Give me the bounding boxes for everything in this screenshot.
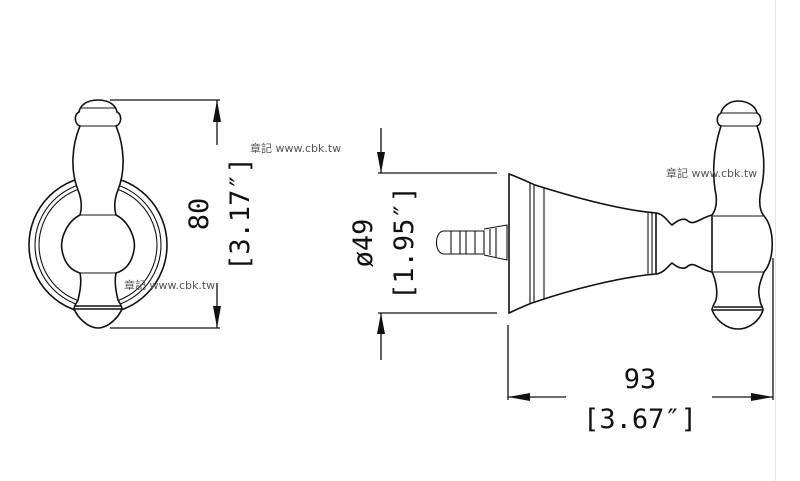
height-inch-label: [3.17″] xyxy=(225,157,256,271)
height-dimension: 80 [3.17″] xyxy=(110,99,256,329)
screw xyxy=(435,230,485,255)
arrow-down-icon xyxy=(377,152,385,173)
depth-inch-label: [3.67″] xyxy=(583,404,697,435)
watermark: 章記 www.cbk.tw xyxy=(250,141,341,155)
base-cone xyxy=(508,172,657,315)
arrow-down-icon xyxy=(213,306,221,328)
height-mm-label: 80 xyxy=(184,198,215,231)
depth-mm-label: 93 xyxy=(624,364,657,395)
arrow-up-icon xyxy=(213,100,221,122)
hook-front-body xyxy=(60,99,136,329)
watermark: 章記 www.cbk.tw xyxy=(124,278,215,292)
arrow-right-icon xyxy=(751,393,773,401)
depth-dimension: 93 [3.67″] xyxy=(507,258,774,435)
diameter-mm-label: ø49 xyxy=(348,219,379,268)
arrow-left-icon xyxy=(508,393,530,401)
diameter-inch-label: [1.95″] xyxy=(389,186,420,300)
hook-side-body xyxy=(711,100,773,330)
hook-stem xyxy=(655,212,713,275)
arrow-up-icon xyxy=(377,313,385,334)
diameter-dimension: ø49 [1.95″] xyxy=(348,128,497,360)
side-view xyxy=(435,100,773,330)
watermark: 章記 www.cbk.tw xyxy=(666,166,757,180)
page-edge-divider xyxy=(775,0,776,481)
front-view xyxy=(28,99,168,329)
